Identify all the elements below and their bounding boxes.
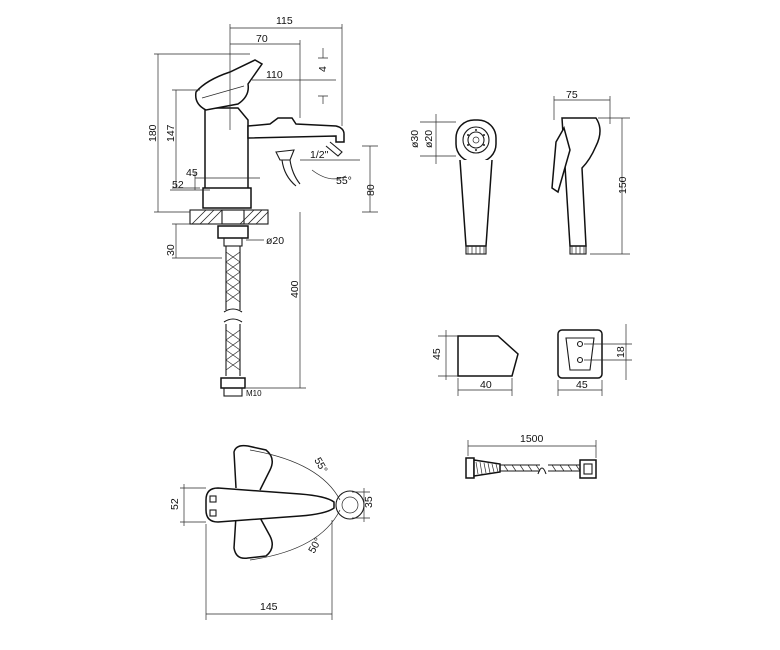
dim-height-body: 147 (165, 124, 177, 142)
wall-holder-side-labels: 45 40 (431, 348, 492, 391)
dim-hose-length-1500: 1500 (520, 433, 544, 445)
shower-hose-view (465, 440, 597, 479)
dim-base-small: 52 (172, 179, 184, 191)
hand-shower-side-labels: 75 150 (566, 89, 629, 194)
dim-width-overall: 115 (276, 15, 293, 27)
dim-holder-depth: 40 (480, 379, 492, 391)
wall-holder-front-view (557, 324, 632, 396)
hand-shower-side-view (551, 96, 630, 255)
wall-holder-side-view (438, 330, 519, 396)
mixer-top-view (180, 444, 370, 620)
dim-top-length: 145 (260, 601, 278, 613)
dim-shower-width: 75 (566, 89, 578, 101)
dim-hose-length: 400 (289, 280, 301, 298)
dim-width-spout: 70 (256, 33, 268, 45)
dim-top-depth: 35 (363, 496, 375, 508)
dim-inner-diameter: ø20 (423, 130, 435, 148)
mixer-front-labels: 115 70 110 4 180 147 45 52 1/2" 55° 80 3… (147, 15, 377, 398)
hand-shower-front-view (420, 114, 497, 255)
dim-angle-down: 50° (306, 536, 324, 556)
hand-shower-front-labels: ø30 ø20 (409, 130, 435, 148)
dim-mount-thickness: 30 (165, 244, 177, 256)
dim-hose-thread: M10 (246, 389, 262, 398)
mixer-top-labels: 52 35 145 55° 50° (169, 456, 375, 614)
dim-height-total: 180 (147, 124, 159, 142)
dim-reach: 110 (266, 69, 283, 81)
dim-thread: 1/2" (310, 149, 329, 161)
mixer-front-view (154, 24, 378, 397)
dim-spout-angle: 55° (336, 175, 352, 187)
dim-spout-height: 80 (365, 184, 377, 196)
dim-shower-length: 150 (617, 176, 629, 194)
dim-top-width: 52 (169, 498, 181, 510)
dim-base-width: 45 (186, 167, 198, 179)
wall-holder-front-labels: 45 18 (576, 346, 627, 391)
dim-holder-width: 45 (576, 379, 588, 391)
dim-lever-offset: 4 (317, 66, 329, 72)
dim-hose-diameter: ø20 (266, 235, 284, 247)
shower-hose-labels: 1500 (520, 433, 544, 445)
dim-holder-height: 45 (431, 348, 443, 360)
dim-outer-diameter: ø30 (409, 130, 421, 148)
dim-hole-spacing: 18 (615, 346, 627, 358)
